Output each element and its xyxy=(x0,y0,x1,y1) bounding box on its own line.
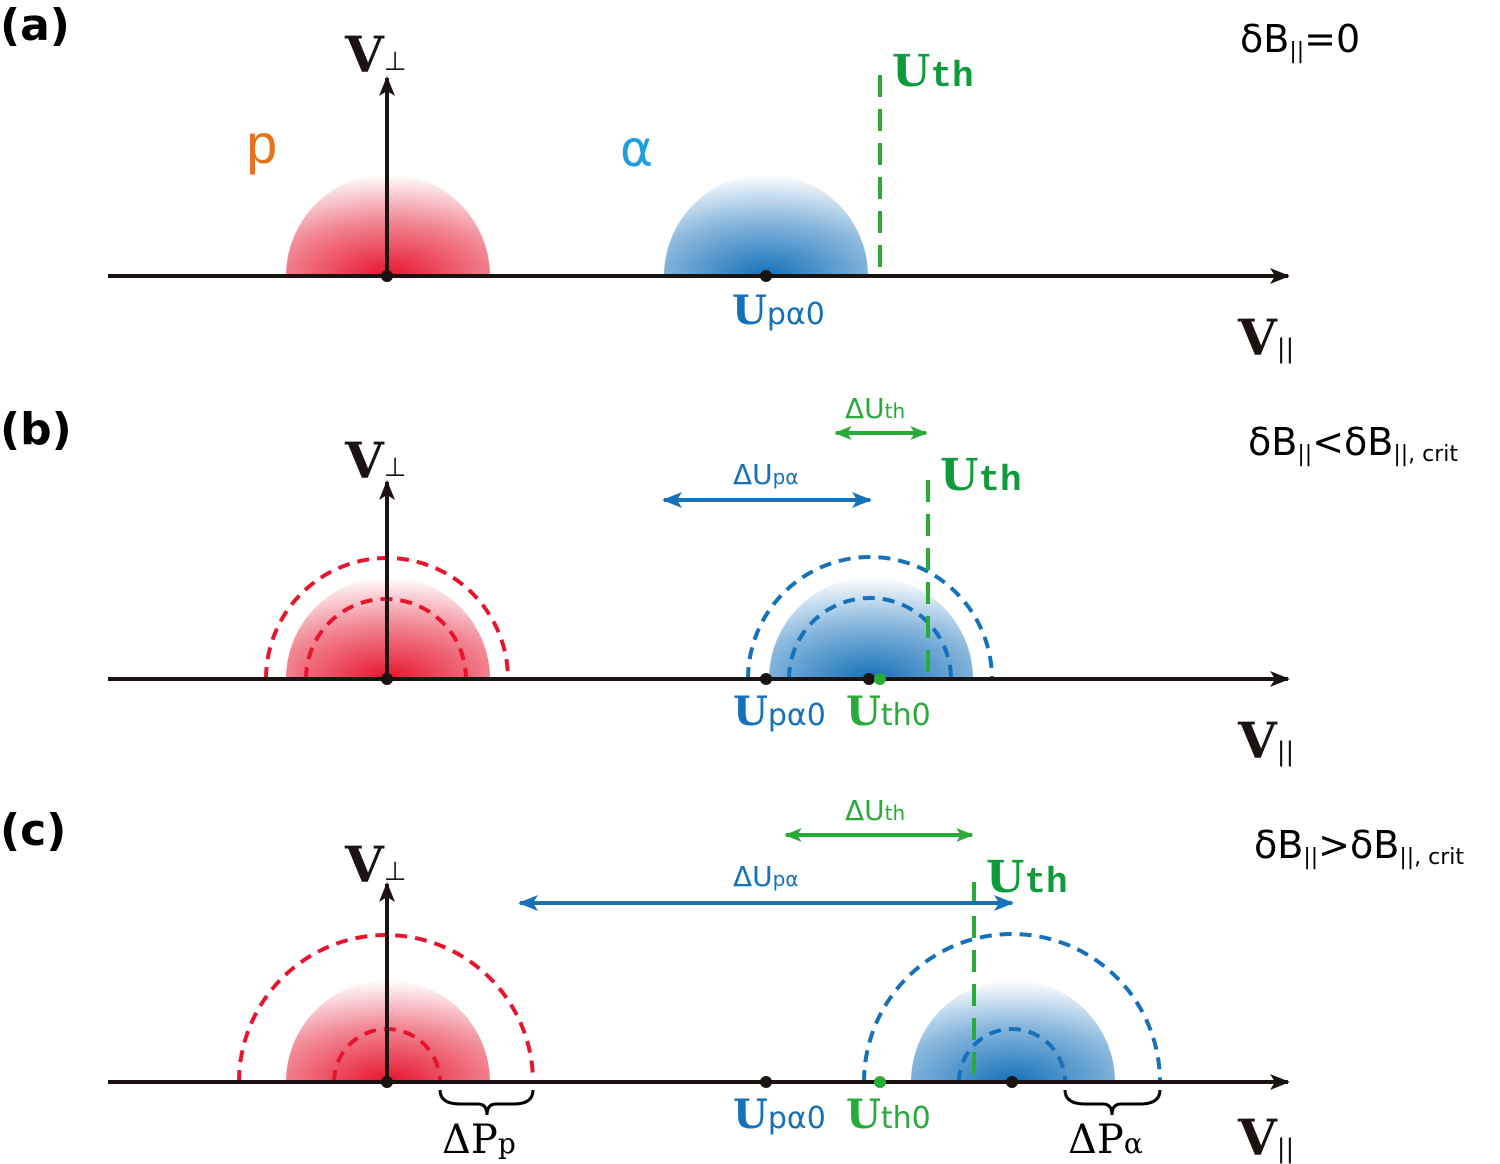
delta-pp-brace xyxy=(438,1089,535,1116)
uth-label: Uth xyxy=(892,46,974,97)
panel-label: (b) xyxy=(0,404,72,455)
panel-label: (a) xyxy=(0,0,70,51)
uth0-label: Uth0 xyxy=(846,1091,931,1138)
v-perp-label: V⊥ xyxy=(344,835,406,894)
alpha-outer-contour xyxy=(746,555,994,680)
upa0-dot xyxy=(760,270,772,282)
uth-label: Uth xyxy=(986,852,1068,903)
uth-label: Uth xyxy=(940,450,1022,501)
panel-label: (c) xyxy=(0,805,66,856)
v-parallel-label: V|| xyxy=(1237,308,1294,367)
v-parallel-label: V|| xyxy=(1237,1108,1294,1164)
uth0-dot xyxy=(874,673,886,685)
proton-label: p xyxy=(245,116,279,180)
upa0-label: Upα0 xyxy=(732,287,825,334)
panel-c: (c) V⊥ V|| Uth Upα0 Uth0 ΔUth ΔUpα ΔPp Δ… xyxy=(0,794,1464,1164)
upa0-dot xyxy=(760,1076,772,1088)
origin-dot xyxy=(381,270,393,282)
alpha-center-dot xyxy=(1006,1076,1018,1088)
alpha-distribution xyxy=(769,577,973,679)
alpha-distribution xyxy=(664,174,868,276)
v-perp-label: V⊥ xyxy=(344,25,406,84)
delta-uth-label: ΔUth xyxy=(845,392,905,425)
upa0-label: Upα0 xyxy=(733,1091,826,1138)
condition-label: δB||=0 xyxy=(1240,17,1360,64)
panel-a: (a) V⊥ V|| p α Uth Upα0 δB||=0 xyxy=(0,0,1360,367)
origin-dot xyxy=(381,1076,393,1088)
v-parallel-label: V|| xyxy=(1237,711,1294,770)
alpha-inner-contour xyxy=(957,1027,1067,1083)
upa0-label: Upα0 xyxy=(733,688,826,735)
delta-pa-label: ΔPα xyxy=(1068,1117,1143,1163)
origin-dot xyxy=(381,673,393,685)
delta-upa-label: ΔUpα xyxy=(733,860,799,893)
panel-b: (b) V⊥ V|| Uth Upα0 Uth0 ΔUth ΔUpα δB||<… xyxy=(0,392,1458,770)
delta-pp-label: ΔPp xyxy=(442,1117,516,1163)
condition-label: δB||>δB||, crit xyxy=(1254,823,1464,870)
alpha-inner-contour xyxy=(787,596,953,680)
condition-label: δB||<δB||, crit xyxy=(1248,420,1458,467)
alpha-outer-contour xyxy=(862,932,1162,1083)
delta-pa-brace xyxy=(1063,1089,1162,1116)
alpha-center-dot xyxy=(863,673,875,685)
delta-uth-label: ΔUth xyxy=(845,794,905,827)
upa0-dot xyxy=(760,673,772,685)
uth0-dot xyxy=(874,1076,886,1088)
v-perp-label: V⊥ xyxy=(344,431,406,490)
delta-upa-label: ΔUpα xyxy=(733,458,799,491)
alpha-label: α xyxy=(620,120,653,178)
uth0-label: Uth0 xyxy=(846,688,931,735)
